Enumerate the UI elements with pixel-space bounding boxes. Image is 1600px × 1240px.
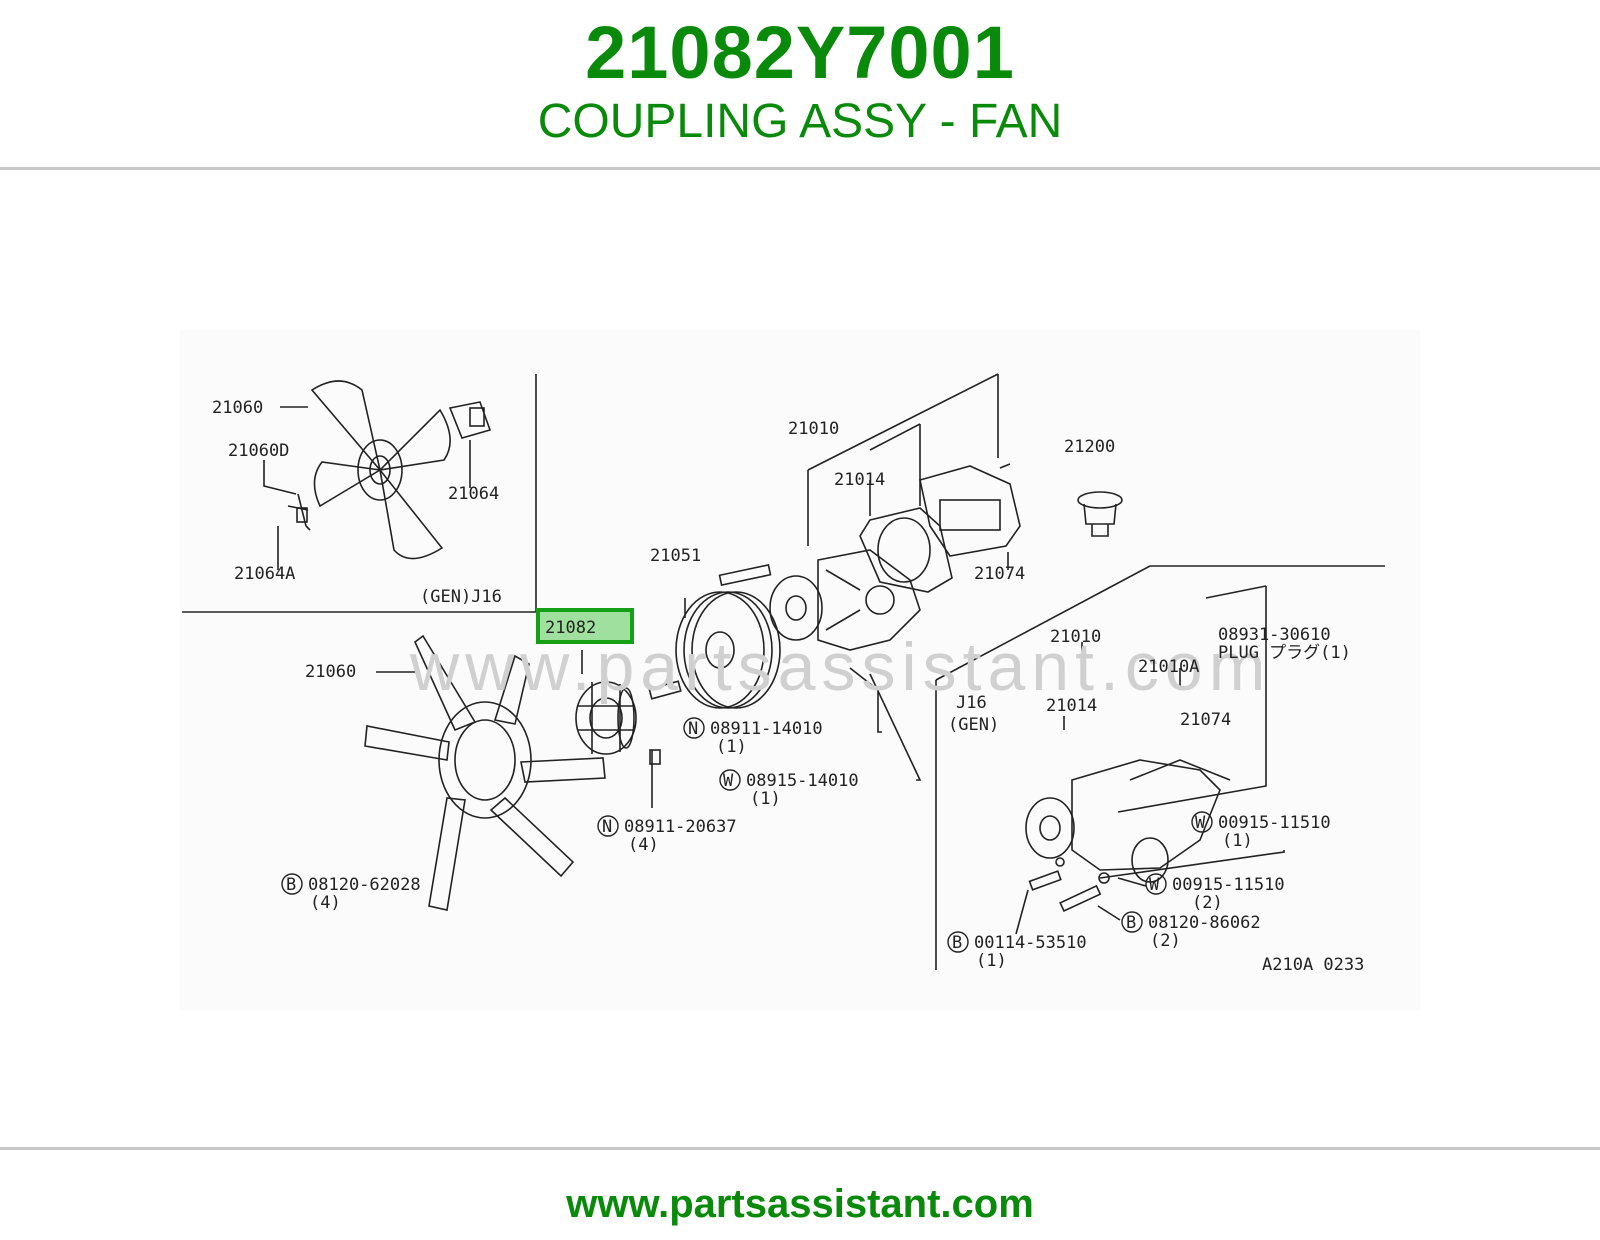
circle-w-2: W (1195, 813, 1206, 833)
qty-00915-11510-b: (2) (1192, 893, 1223, 913)
label-r-21014: 21014 (1046, 696, 1097, 716)
gasket-21014 (859, 507, 953, 593)
circle-w-3: W (1149, 875, 1160, 895)
label-08911-20637: 08911-20637 (624, 817, 737, 837)
page-header: 21082Y7001 COUPLING ASSY - FAN (0, 0, 1600, 168)
label-21200: 21200 (1064, 437, 1115, 457)
label-inset-21060D: 21060D (228, 441, 289, 461)
label-gen: (GEN) (948, 715, 999, 735)
label-08915-14010: 08915-14010 (746, 771, 859, 791)
main-fan (364, 634, 606, 911)
label-00114-53510: 00114-53510 (974, 933, 1087, 953)
circle-b-1: B (286, 875, 296, 895)
qty-08120-62028: (4) (310, 893, 341, 913)
qty-08911-20637: (4) (628, 835, 659, 855)
label-00915-11510-b: 00915-11510 (1172, 875, 1285, 895)
qty-08915-14010: (1) (750, 789, 781, 809)
circle-b-3: B (952, 933, 962, 953)
watermark: www.partsassistant.com (409, 629, 1271, 705)
label-08120-86062: 08120-86062 (1148, 913, 1261, 933)
qty-00915-11510-a: (1) (1222, 831, 1253, 851)
circle-n-1: N (688, 719, 698, 739)
label-21014: 21014 (834, 470, 885, 490)
header-divider (0, 167, 1600, 170)
label-inset-21064: 21064 (448, 484, 499, 504)
label-inset-21060: 21060 (212, 398, 263, 418)
label-j16: J16 (956, 693, 987, 713)
qty-08911-14010: (1) (716, 737, 747, 757)
label-08911-14010: 08911-14010 (710, 719, 823, 739)
water-pump (769, 549, 921, 651)
label-r-21010: 21010 (1050, 627, 1101, 647)
label-21074: 21074 (974, 564, 1025, 584)
circle-b-2: B (1126, 913, 1136, 933)
part-name: COUPLING ASSY - FAN (537, 95, 1063, 148)
label-21082: 21082 (545, 618, 596, 638)
gasket-21074 (919, 465, 1021, 557)
fan-coupling (575, 681, 637, 755)
footer-url[interactable]: www.partsassistant.com (566, 1182, 1034, 1226)
diagram-reference: A210A 0233 (1262, 955, 1364, 975)
label-plug: PLUG プラグ(1) (1218, 643, 1351, 663)
label-21010A: 21010A (1138, 657, 1199, 677)
exploded-view-svg: www.partsassistant.com 21060 21060D 2106… (182, 373, 1385, 975)
label-21010: 21010 (788, 419, 839, 439)
part-number: 21082Y7001 (585, 11, 1015, 94)
thermostat (1077, 491, 1123, 537)
inset-bracket (448, 401, 492, 439)
highlight-21082 (536, 608, 634, 644)
label-21051: 21051 (650, 546, 701, 566)
inset-fan (310, 380, 451, 560)
qty-00114-53510: (1) (976, 951, 1007, 971)
label-inset-21064A: 21064A (234, 564, 295, 584)
footer-divider (0, 1147, 1600, 1150)
pulley (675, 591, 781, 709)
water-pump-j16 (1025, 759, 1231, 883)
qty-08120-86062: (2) (1150, 931, 1181, 951)
parts-diagram: www.partsassistant.com 21060 21060D 2106… (180, 330, 1420, 1010)
label-inset-gen: (GEN)J16 (420, 587, 502, 607)
circle-w-1: W (723, 771, 734, 791)
label-00915-11510-a: 00915-11510 (1218, 813, 1331, 833)
label-08931-30610: 08931-30610 (1218, 625, 1331, 645)
circle-n-2: N (602, 817, 612, 837)
label-21060: 21060 (305, 662, 356, 682)
label-r-21074: 21074 (1180, 710, 1231, 730)
label-08120-62028: 08120-62028 (308, 875, 421, 895)
